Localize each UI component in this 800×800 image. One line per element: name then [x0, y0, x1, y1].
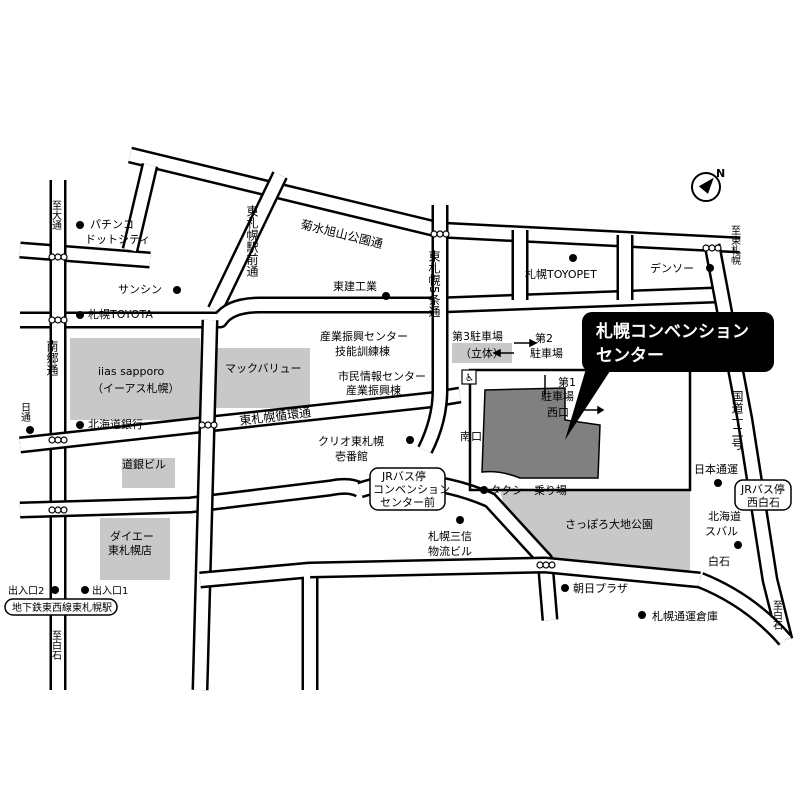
- mitsunobu2-label: 物流ビル: [428, 544, 472, 558]
- convention-center-building: [481, 387, 601, 479]
- subway-label: 地下鉄東西線東札幌駅: [12, 601, 112, 614]
- svg-text:♿: ♿: [465, 373, 474, 384]
- clio2-label: 壱番館: [335, 449, 368, 463]
- poi-markers: [26, 221, 742, 619]
- callout-line2: センター: [596, 346, 664, 366]
- parking3-label: 第3駐車場: [452, 329, 503, 343]
- hi-label: 日通: [19, 402, 31, 422]
- shi-odori-label: 至大通: [50, 200, 62, 230]
- compass-icon: N: [691, 167, 725, 202]
- ias-sapporo-area: [70, 338, 200, 420]
- toyopet-label: 札幌TOYOPET: [525, 267, 597, 281]
- busstop2-label: コンベンション: [373, 483, 450, 496]
- kikusui-road-label: 菊水旭山公園通: [299, 217, 384, 251]
- signal: [702, 244, 722, 252]
- busstop-nishi2-label: 西白石: [747, 495, 780, 509]
- compass-n-label: N: [716, 167, 725, 180]
- ekimae-label: 東札幌駅前通: [245, 205, 259, 277]
- dotcity-label: ドットシティ: [85, 233, 150, 246]
- busstop1-label: JRバス停: [381, 469, 426, 483]
- park-label: さっぽろ大地公園: [565, 517, 653, 531]
- signal: [48, 253, 68, 261]
- signal: [198, 421, 218, 429]
- hokkaido-bank-label: 北海道銀行: [88, 417, 143, 431]
- nittsu-label: 日本通運: [694, 462, 738, 476]
- mitsunobu1-label: 札幌三信: [428, 529, 472, 543]
- maxvalu-area: [215, 348, 310, 408]
- warehouse-label: 札幌通運倉庫: [652, 609, 718, 623]
- parking3-sub-label: （立体）: [460, 346, 504, 360]
- subaru2-label: スバル: [705, 525, 738, 538]
- dogin-building-area: [122, 458, 175, 488]
- shi-shiroishi-right-label: 至白石: [771, 600, 783, 630]
- taxi-label: タクシー乗り場: [490, 484, 567, 497]
- signal: [430, 230, 450, 238]
- parking2a-label: 第2: [535, 331, 553, 345]
- sanshin-label: サンシン: [118, 283, 162, 296]
- asahi-label: 朝日プラザ: [573, 582, 628, 595]
- parking3-area: [452, 343, 512, 363]
- toyota-label: 札幌TOYOTA: [88, 307, 153, 321]
- exit1-label: 出入口1: [92, 584, 128, 597]
- maxvalu-label: マックバリュー: [225, 362, 301, 375]
- denso-label: デンソー: [650, 261, 694, 275]
- daiei-label: ダイエー: [110, 529, 154, 543]
- sangyo2-label: 技能訓練棟: [335, 344, 390, 358]
- west-entrance-label: 西口: [547, 406, 569, 419]
- parking1b-label: 駐車場: [541, 389, 574, 403]
- parking1a-label: 第1: [558, 375, 576, 389]
- convention-site: [468, 368, 692, 492]
- traffic-signals: [48, 230, 722, 569]
- signal: [536, 561, 556, 569]
- signal: [48, 316, 68, 324]
- signal: [48, 436, 68, 444]
- ias-label: iias sapporo: [98, 365, 165, 378]
- convention-center-callout: 札幌コンベンション センター: [565, 312, 774, 440]
- subaru3-label: 白石: [708, 554, 730, 568]
- shimin1-label: 市民情報センター: [338, 369, 426, 383]
- shimin2-label: 産業振興棟: [346, 383, 401, 397]
- callout-line1: 札幌コンベンション: [595, 321, 749, 342]
- dogin-label: 道銀ビル: [122, 457, 166, 471]
- tokken-label: 東建工業: [333, 279, 377, 293]
- kokudo12-label: 国道十二号: [730, 390, 744, 450]
- shi-shiroishi-left-label: 至白石: [50, 630, 62, 660]
- sangyo1-label: 産業振興センター: [320, 329, 408, 343]
- bottom-road: [199, 561, 319, 690]
- nango-label: 南郷通: [45, 339, 59, 376]
- exit2-label: 出入口2: [8, 584, 44, 597]
- daiei-area: [100, 518, 170, 580]
- signal: [48, 506, 68, 514]
- convention-center: [468, 368, 692, 492]
- subaru1-label: 北海道: [708, 509, 741, 523]
- pachinko-label: パチンコ: [90, 218, 134, 231]
- accessibility-icon: ♿: [461, 369, 477, 385]
- clio1-label: クリオ東札幌: [318, 434, 384, 448]
- daiei-sub-label: 東札幌店: [108, 543, 152, 557]
- ias-sub-label: （イーアス札幌）: [92, 381, 180, 395]
- parking2b-label: 駐車場: [530, 346, 563, 360]
- south-entrance-label: 南口: [460, 430, 482, 443]
- place-labels: パチンコ ドットシティ サンシン 札幌TOYOTA iias sapporo （…: [4, 218, 792, 623]
- 5jo-label: 東札幌5条通: [427, 250, 441, 318]
- shi-higashi-sapporo-label: 至東札幌: [729, 225, 741, 266]
- busstop3-label: センター前: [380, 495, 435, 509]
- busstop-nishi1-label: JRバス停: [740, 482, 785, 496]
